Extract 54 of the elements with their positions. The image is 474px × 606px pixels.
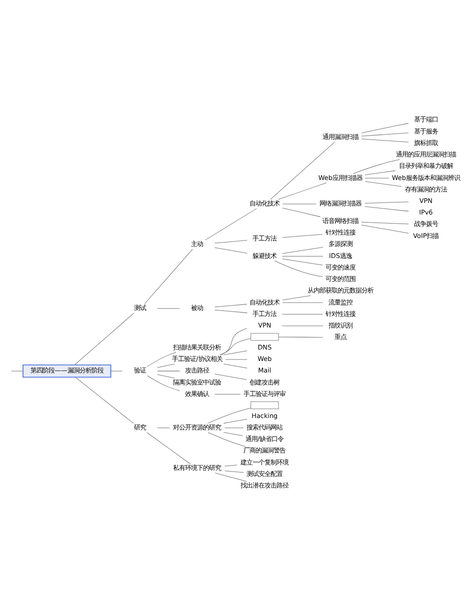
connector: [157, 308, 180, 309]
connector: [214, 304, 247, 308]
connector: [270, 142, 335, 200]
connector: [223, 432, 243, 436]
connector: [208, 408, 251, 424]
connector: [214, 310, 248, 314]
connector: [205, 208, 257, 240]
connector: [221, 328, 248, 356]
connector: [282, 302, 324, 303]
connector: [364, 202, 409, 204]
connector: [361, 224, 409, 234]
connector: [364, 170, 396, 176]
connector: [157, 364, 175, 368]
connector: [214, 374, 247, 380]
connector: [208, 432, 246, 447]
connector: [110, 370, 123, 372]
connector: [224, 470, 244, 473]
connector: [278, 336, 324, 338]
connector: [274, 260, 323, 278]
connector: [282, 258, 323, 266]
connector: [146, 432, 190, 464]
connector: [147, 375, 180, 391]
connector: [364, 206, 409, 212]
node-box: [250, 333, 279, 341]
connector: [282, 246, 324, 254]
connector: [157, 370, 180, 372]
connector: [74, 312, 134, 366]
connector: [157, 374, 175, 378]
connector: [282, 208, 321, 218]
connector: [75, 377, 134, 424]
connector: [147, 352, 176, 367]
connector: [225, 359, 248, 360]
connector: [282, 295, 311, 300]
connector: [144, 248, 193, 304]
connector: [223, 350, 248, 356]
connector: [223, 364, 248, 368]
node-box: [250, 401, 279, 410]
connector: [361, 138, 409, 142]
connector: [361, 222, 409, 224]
connector: [278, 182, 327, 200]
connector: [364, 181, 402, 187]
connector: [282, 314, 323, 315]
connector: [214, 394, 241, 395]
connector: [214, 240, 248, 244]
connector: [219, 338, 251, 356]
connector: [352, 159, 400, 174]
connector: [11, 370, 24, 372]
connector: [224, 464, 238, 466]
connector: [361, 132, 409, 136]
connector: [223, 418, 248, 424]
connector: [282, 234, 323, 238]
connector: [214, 247, 248, 254]
connector: [361, 123, 409, 134]
connector: [214, 472, 247, 482]
